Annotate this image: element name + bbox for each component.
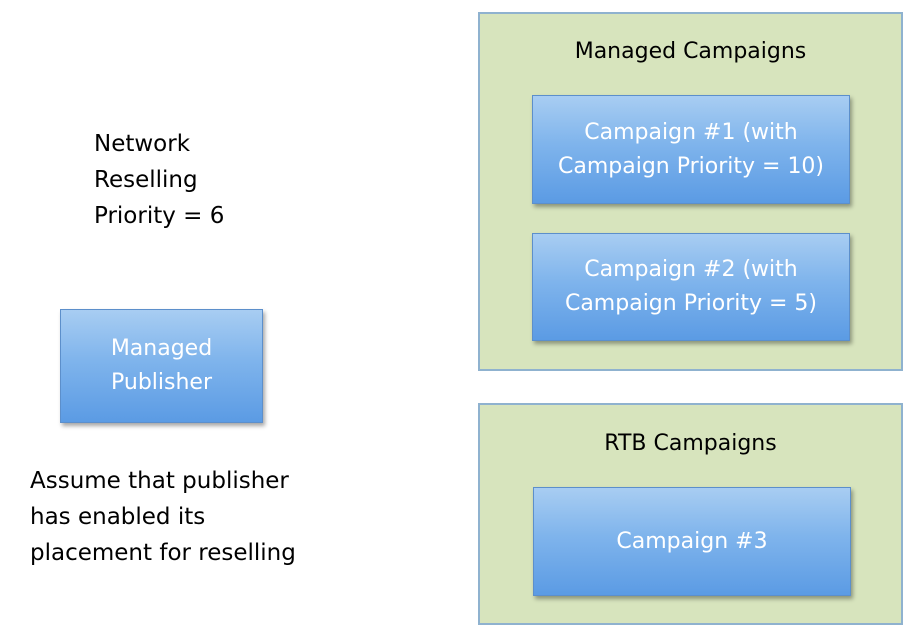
managed-campaigns-title: Managed Campaigns (574, 39, 807, 64)
network-reselling-priority-label: Network Reselling Priority = 6 (94, 126, 224, 234)
campaign-line: Campaign Priority = 5) (564, 291, 818, 316)
assumption-note: Assume that publisher has enabled its pl… (30, 463, 296, 571)
network-priority-line: Priority = 6 (94, 203, 225, 229)
rtb-campaigns-title: RTB Campaigns (604, 431, 777, 456)
campaign-line: Campaign #1 (with (584, 119, 798, 145)
campaign-line: Campaign Priority = 10) (557, 153, 825, 179)
assumption-line: placement for reselling (30, 540, 296, 566)
network-priority-line: Network (94, 131, 191, 157)
managed-publisher-box: Managed Publisher (60, 309, 263, 423)
publisher-line: Publisher (111, 370, 212, 395)
rtb-campaigns-group: RTB Campaigns Campaign #3 (478, 403, 903, 625)
campaign-box: Campaign #2 (with Campaign Priority = 5) (532, 233, 850, 341)
campaign-box: Campaign #1 (with Campaign Priority = 10… (532, 95, 850, 204)
assumption-line: Assume that publisher (30, 468, 289, 494)
campaign-line: Campaign #3 (616, 528, 768, 554)
assumption-line: has enabled its (30, 504, 206, 530)
managed-campaigns-group: Managed Campaigns Campaign #1 (with Camp… (478, 12, 903, 371)
network-priority-line: Reselling (94, 167, 198, 193)
campaign-box: Campaign #3 (533, 487, 851, 596)
publisher-line: Managed (110, 336, 213, 361)
campaign-line: Campaign #2 (with (584, 257, 798, 282)
